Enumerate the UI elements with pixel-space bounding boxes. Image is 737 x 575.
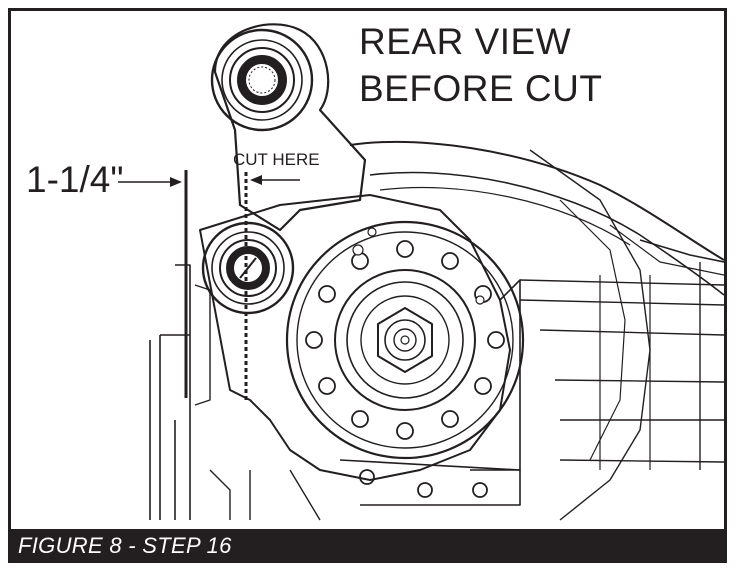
cut-arrow <box>250 175 262 185</box>
cut-here-label: CUT HERE <box>233 150 320 169</box>
mount-holes <box>359 469 488 498</box>
flange-outer <box>285 220 525 460</box>
lower-bracket <box>199 194 511 481</box>
figure-caption-bar: FIGURE 8 - STEP 16 <box>8 529 727 563</box>
upper-bushing-outer <box>210 28 314 132</box>
upper-bracket <box>213 23 367 232</box>
measurement-label: 1-1/4" <box>26 159 124 200</box>
axle-tube <box>519 279 724 463</box>
frame-rail <box>149 264 191 520</box>
pinion-nut <box>377 307 433 373</box>
flange-bolt-holes <box>305 240 505 440</box>
view-title-line2: BEFORE CUT <box>359 68 603 109</box>
lower-bushing-outer <box>201 221 295 315</box>
figure-caption: FIGURE 8 - STEP 16 <box>18 533 232 558</box>
measurement-arrow <box>170 177 182 187</box>
view-title-line1: REAR VIEW <box>359 21 572 62</box>
housing-outline <box>349 141 724 261</box>
